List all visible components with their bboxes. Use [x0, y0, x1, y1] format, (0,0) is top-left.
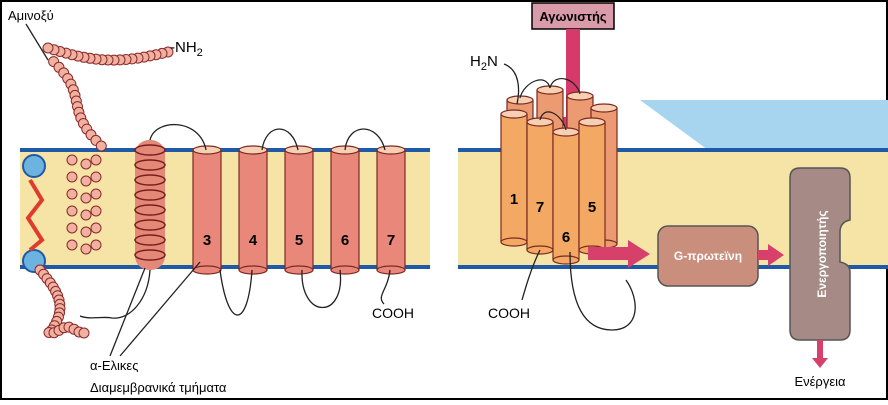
bundle-cylinder-top [591, 104, 617, 112]
amino-acid-bead [81, 159, 91, 169]
amino-acid-bead [43, 43, 53, 53]
label-amino-acid: Αμινοξύ [8, 8, 54, 23]
sky-background [640, 100, 888, 150]
amino-acid-bead [81, 244, 91, 254]
bundle-helix-6: 6 [553, 128, 579, 264]
bundle-cylinder-top [501, 110, 527, 118]
bundle-cylinder-bottom [501, 238, 527, 246]
label-cooh-left: COOH [372, 305, 414, 321]
amino-acid-bead [67, 206, 77, 216]
arrow-shaft-1 [588, 247, 630, 260]
arrow-to-energy [812, 340, 828, 368]
amino-acid-bead [67, 223, 77, 233]
helix-number-label: 5 [295, 232, 303, 249]
alpha-helix-coil [135, 140, 165, 270]
arrow-head-3 [812, 358, 828, 368]
label-agonist: Αγωνιστής [539, 9, 607, 24]
transmembrane-helix-5: 5 [285, 146, 313, 274]
amino-acid-bead [91, 206, 101, 216]
amino-acid-bead [91, 223, 101, 233]
bundle-cylinder-body [527, 122, 553, 250]
amino-acid-bead [67, 189, 77, 199]
helix-cylinder-top [377, 146, 405, 154]
pointer-amino-acid [26, 24, 48, 60]
transmembrane-helix-3: 3 [193, 146, 221, 274]
helix-cylinder-bottom [331, 266, 359, 274]
amino-acid-bead [96, 141, 106, 151]
loop-1-2 [80, 270, 150, 318]
label-alpha-helices: α-Ελικες [90, 358, 138, 373]
phospholipid-head-top [23, 155, 45, 177]
amino-acid-bead [67, 155, 77, 165]
bundle-number-label: 6 [562, 229, 570, 246]
helix-cylinder-bottom [377, 266, 405, 274]
amino-acid-bead [67, 172, 77, 182]
bundle-number-label: 7 [536, 199, 544, 216]
helix-cylinder-bottom [193, 266, 221, 274]
label-nh2-left: -NH2 [170, 39, 203, 59]
amino-acid-bead [81, 193, 91, 203]
transmembrane-helix-7: 7 [377, 146, 405, 274]
helix-number-label: 7 [387, 232, 395, 249]
bundle-cylinder-top [579, 118, 605, 126]
amino-acid-bead [81, 176, 91, 186]
bundle-helix-1: 1 [501, 110, 527, 246]
label-effector: Ενεργοποιητής [815, 210, 829, 297]
cooh-tail-left [381, 270, 390, 304]
pointer-transmembrane [120, 262, 200, 356]
helix-cylinder-bottom [285, 266, 313, 274]
amino-acid-bead [81, 210, 91, 220]
transmembrane-helix-4: 4 [239, 146, 267, 274]
loop-3-4 [220, 270, 252, 315]
bundle-number-label: 1 [510, 191, 518, 208]
bundle-number-label: 5 [588, 199, 596, 216]
helix-cylinder-body [285, 150, 313, 270]
helix-cylinder-body [239, 150, 267, 270]
helix-number-label: 3 [203, 232, 211, 249]
label-h2n: H2N [470, 53, 498, 73]
arrow-shaft-3 [817, 340, 823, 360]
transmembrane-helix-6: 6 [331, 146, 359, 274]
amino-acid-bead [91, 155, 101, 165]
bundle-cylinder-body [579, 122, 605, 250]
amino-acid-bead [79, 328, 89, 338]
amino-acid-bead [91, 240, 101, 250]
label-energy: Ενέργεια [794, 374, 846, 389]
bundle-helix-7: 7 [527, 118, 553, 254]
label-transmembrane: Διαμεμβρανικά τμήματα [90, 380, 227, 395]
helix-cylinder-body [193, 150, 221, 270]
label-g-protein: G-πρωτεϊνη [674, 249, 742, 263]
bundle-cylinder-bottom [553, 256, 579, 264]
amino-acid-bead [81, 227, 91, 237]
bundle-cylinder-body [501, 114, 527, 242]
label-cooh-right: COOH [488, 305, 530, 321]
helix-cylinder-top [193, 146, 221, 154]
helix-cylinder-body [331, 150, 359, 270]
helix-cylinder-top [285, 146, 313, 154]
receptor-bundle: 1765 [501, 79, 617, 264]
amino-acid-bead [91, 172, 101, 182]
helix-cylinder-bottom [239, 266, 267, 274]
left-membrane [20, 150, 430, 272]
loop-5-6 [302, 270, 341, 308]
amino-acid-bead [91, 189, 101, 199]
helix-cylinder-body [377, 150, 405, 270]
helix-number-label: 4 [249, 232, 258, 249]
helix-number-label: 6 [341, 232, 349, 249]
amino-acid-bead [67, 240, 77, 250]
bundle-helix-5: 5 [579, 118, 605, 254]
pointer-alpha-helices [110, 268, 145, 356]
